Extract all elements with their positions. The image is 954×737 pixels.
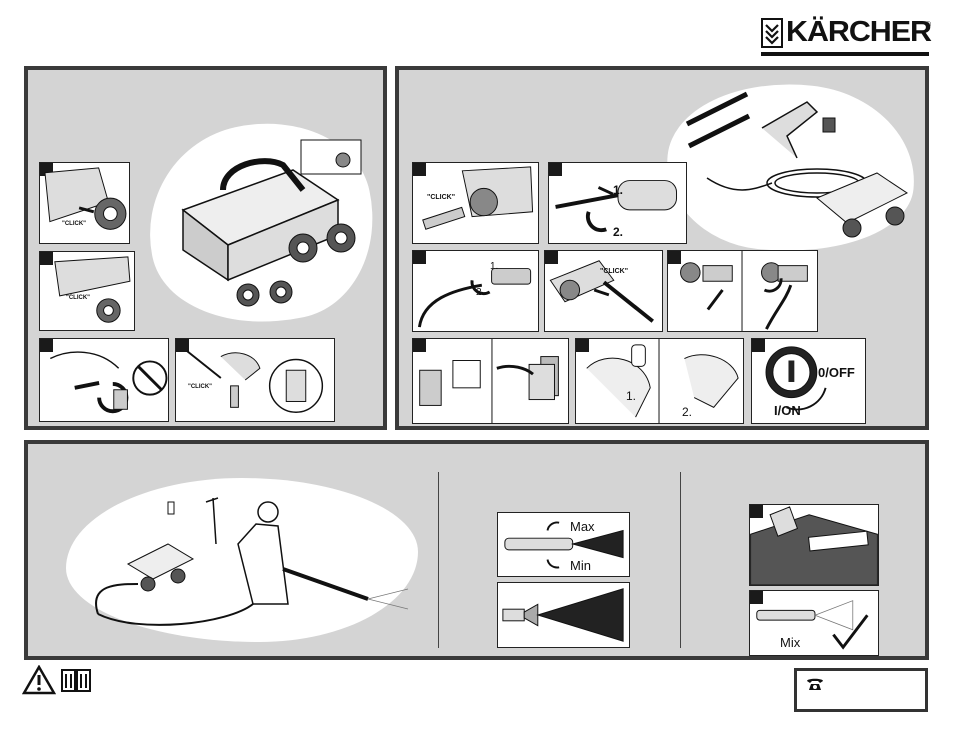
step-a2: "CLICK"	[39, 251, 135, 331]
panel-operation: Max Min Mix	[24, 440, 929, 660]
step-b6	[412, 338, 569, 424]
step-b1: "CLICK"	[412, 162, 539, 244]
step-two-label: 2.	[476, 287, 484, 298]
step-one-label: 1.	[490, 261, 498, 272]
step-two-label: 2.	[682, 405, 692, 419]
step-b3: 1. 2.	[412, 250, 539, 332]
step-a4: "CLICK"	[175, 338, 335, 422]
click-label: "CLICK"	[427, 194, 455, 201]
click-label: "CLICK"	[66, 295, 90, 301]
step-a1: "CLICK"	[39, 162, 130, 244]
logo-underline	[761, 52, 929, 56]
telephone-icon	[805, 676, 825, 692]
service-contact-box	[794, 668, 928, 712]
max-label: Max	[570, 519, 595, 534]
on-label: I/ON	[774, 403, 801, 418]
step-b8: 0/OFF I/ON	[751, 338, 866, 424]
step-b7: 1. 2.	[575, 338, 744, 424]
step-one-label: 1.	[626, 389, 636, 403]
warning-triangle-icon	[22, 665, 56, 695]
manual-book-icon	[60, 667, 92, 693]
click-label: "CLICK"	[62, 221, 86, 227]
min-label: Min	[570, 558, 591, 573]
kaercher-logo: KÄRCHER ®	[761, 18, 929, 58]
accessories-illustration	[677, 88, 917, 248]
panel-connection: "CLICK" 1. 2. 1. 2. "CLICK"	[395, 66, 929, 430]
brand-name: KÄRCHER	[786, 16, 931, 49]
section-divider-2	[680, 472, 681, 648]
click-label: "CLICK"	[188, 384, 212, 390]
nozzle-adjust-figure: Max Min	[497, 512, 630, 577]
step-a3	[39, 338, 169, 422]
step-two-label: 2.	[613, 225, 623, 239]
mix-label: Mix	[780, 635, 800, 650]
step-b5	[667, 250, 818, 332]
off-label: 0/OFF	[818, 365, 855, 380]
panel-assembly: "CLICK" "CLICK" "CLICK"	[24, 66, 387, 430]
nozzle-spray-figure	[497, 582, 630, 648]
kaercher-logo-icon	[761, 18, 783, 48]
detergent-step-1	[749, 504, 879, 586]
click-label: "CLICK"	[600, 268, 628, 275]
step-one-label: 1.	[613, 183, 623, 197]
section-divider-1	[438, 472, 439, 648]
step-b2: 1. 2.	[548, 162, 687, 244]
detergent-step-2: Mix	[749, 590, 879, 656]
registered-mark: ®	[925, 20, 931, 29]
step-b4: "CLICK"	[544, 250, 663, 332]
machine-illustration	[153, 130, 373, 320]
operation-illustration	[78, 484, 418, 644]
